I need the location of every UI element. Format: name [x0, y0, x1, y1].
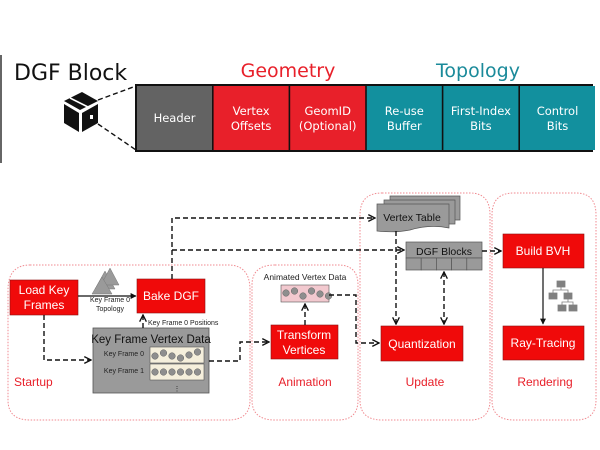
field-label: Control: [537, 104, 579, 118]
field-label: Bits: [547, 119, 569, 133]
transform-vertices-line2: Vertices: [283, 343, 326, 357]
animation-label: Animation: [278, 375, 331, 389]
field-label: (Optional): [299, 119, 357, 133]
bake-to-vertextable-arrow: [171, 218, 375, 279]
dgf-block-cell: [451, 257, 468, 271]
dgf-blocks-label: DGF Blocks: [416, 246, 472, 258]
field-label: Re-use: [385, 104, 424, 118]
vertex-table-node: [376, 195, 461, 233]
key-frame-0-vertex-dot: [193, 348, 202, 356]
dgf-block-cell: [436, 257, 452, 271]
bake-dgf-node: [136, 278, 206, 314]
field-vertex: [213, 86, 289, 150]
animated-to-quantization-arrow: [329, 294, 379, 343]
key-frame-0-vertex-dot: [176, 354, 185, 362]
animated-vertex-dot: [307, 287, 316, 295]
dgf-block-title: DGF Block: [14, 61, 127, 86]
animated-vertex-data-label: Animated Vertex Data: [264, 272, 347, 282]
key-frame-vertex-data-label: Key Frame Vertex Data: [91, 334, 211, 346]
vertex-table-label: Vertex Table: [383, 212, 441, 224]
animated-vertex-dot: [290, 287, 299, 295]
topology-group-label: Topology: [435, 60, 520, 82]
load-key-frames-line2: Frames: [24, 298, 65, 312]
transform-vertices-node: [270, 324, 339, 360]
update-label: Update: [406, 375, 445, 389]
key-frame-1-vertex-dot: [151, 368, 159, 376]
transform-vertices-line1: Transform: [277, 328, 331, 342]
key-frame-1-vertex-dot: [193, 368, 202, 376]
animated-vertex-dot: [316, 290, 324, 298]
key-frame-0-vertex-dot: [151, 352, 159, 360]
bake-dgf-label: Bake DGF: [143, 289, 199, 303]
geometry-group-label: Geometry: [241, 60, 336, 82]
field-header: [137, 86, 212, 150]
rendering-label: Rendering: [517, 375, 572, 389]
field-label: Bits: [470, 119, 492, 133]
field-label: Vertex: [233, 104, 270, 118]
animation-region: [251, 264, 359, 421]
key-frame-1-vertex-dot: [168, 368, 176, 376]
field-label: First-Index: [451, 104, 511, 118]
update-region: [359, 192, 491, 421]
dgf-block-cell: [405, 257, 422, 271]
field-control: [520, 86, 595, 150]
field-label: GeomID: [304, 104, 351, 118]
key-frame-1-vertex-dot: [159, 368, 168, 376]
mesh-topology-icon: [91, 267, 120, 295]
zoom-line-top: [97, 85, 137, 101]
build-bvh-label: Build BVH: [516, 244, 571, 258]
key-frame-0-label: Key Frame 0: [104, 351, 144, 358]
startup-region: [7, 264, 251, 421]
build-bvh-node: [502, 233, 585, 269]
field-label: Buffer: [387, 119, 422, 133]
load-key-frames-node: [9, 279, 79, 316]
field-label: Header: [154, 111, 196, 125]
field-geomid: [290, 86, 366, 150]
ray-tracing-label: Ray-Tracing: [511, 336, 576, 350]
field-label: Offsets: [231, 119, 272, 133]
animated-vertex-dot: [324, 292, 333, 300]
key-frame-1-label: Key Frame 1: [104, 368, 144, 375]
key-frame-0-vertex-dot: [159, 349, 168, 357]
left-edge-bar: [0, 55, 2, 163]
quantization-label: Quantization: [388, 337, 455, 351]
more-frames-ellipsis: ⋮: [174, 386, 181, 393]
field-re-use: [366, 86, 442, 150]
startup-label: Startup: [14, 375, 53, 389]
zoom-line-bottom: [97, 123, 137, 151]
positions-label: Key Frame 0 Positions: [148, 320, 219, 327]
load-to-vertexdata-arrow: [43, 315, 91, 360]
load-key-frames-line1: Load Key: [19, 283, 70, 297]
animated-vertex-dot: [299, 292, 307, 300]
key-frame-0-vertex-dot: [168, 352, 176, 360]
animated-vertex-dot: [282, 289, 290, 297]
dgf-block-cell: [420, 257, 437, 271]
ray-tracing-node: [502, 325, 585, 361]
key-frame-0-vertex-dot: [185, 351, 193, 359]
topology-label-line2: Topology: [96, 306, 125, 313]
dgf-block-cell: [466, 257, 483, 271]
key-frame-1-vertex-dot: [185, 368, 193, 376]
rendering-region: [491, 192, 597, 421]
topology-label-line1: Key Frame 0: [90, 297, 130, 304]
vertexdata-to-transform-arrow: [209, 342, 269, 362]
key-frame-1-vertex-dot: [176, 368, 185, 376]
field-first-index: [443, 86, 519, 150]
quantization-node: [380, 325, 464, 362]
bvh-tree-icon: [548, 280, 578, 312]
package-box-icon: [64, 92, 98, 132]
